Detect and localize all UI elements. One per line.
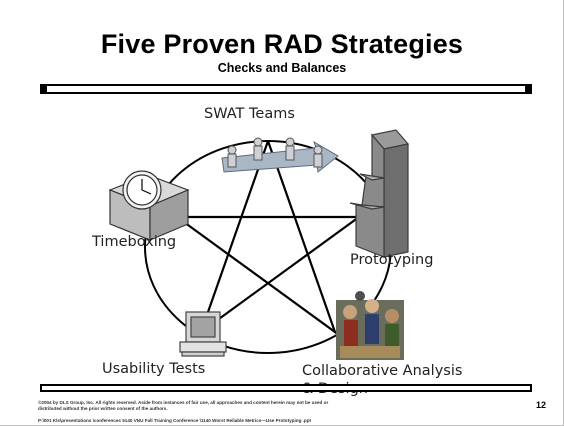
node-label-timeboxing: Timeboxing — [92, 234, 177, 250]
slide-subtitle: Checks and Balances — [217, 61, 347, 75]
node-label-swat-teams: SWAT Teams — [204, 106, 295, 122]
bottom-divider-bar — [40, 384, 532, 392]
file-path-note: P:\001 Kls\presentations \conferences 51… — [38, 418, 312, 423]
slide-title: Five Proven RAD Strategies — [100, 29, 464, 59]
diagram-star — [173, 140, 363, 335]
node-label-prototyping: Prototyping — [350, 252, 434, 268]
prototyping-stairs-illustration — [349, 129, 410, 258]
swat-teams-illustration — [221, 137, 339, 173]
timeboxing-clock-box-illustration — [108, 170, 190, 241]
node-label-usability-tests: Usability Tests — [102, 361, 206, 377]
top-divider-bar — [40, 84, 532, 94]
copyright-line-1: ©2004 by DLS Group, Inc. All rights rese… — [38, 400, 329, 405]
node-label-collaborative-analysis: Collaborative Analysis — [302, 363, 463, 379]
page-number: 12 — [535, 400, 546, 410]
usability-computer-illustration — [179, 311, 227, 357]
collaborative-analysis-group-illustration — [336, 291, 404, 360]
copyright-line-2: distributed without the prior written co… — [38, 406, 168, 411]
